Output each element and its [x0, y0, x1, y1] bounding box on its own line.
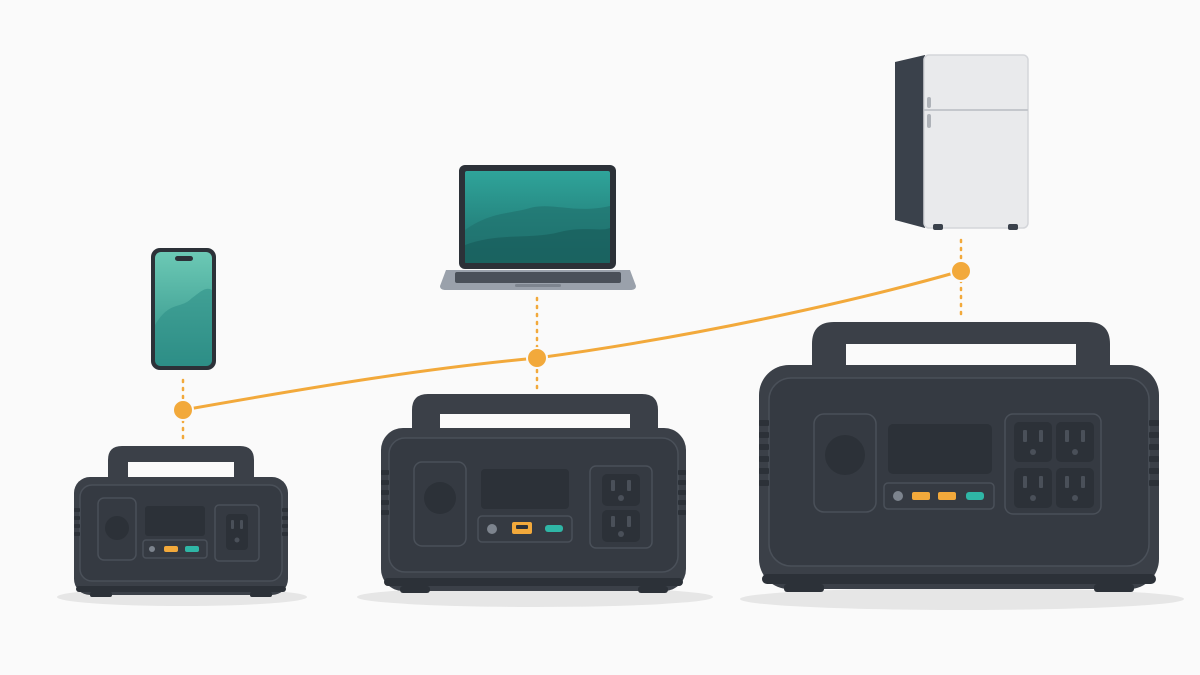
- ground-shadows: [57, 587, 1184, 610]
- smartphone-icon: [151, 248, 216, 370]
- node-medium: [526, 347, 548, 369]
- node-large: [950, 260, 972, 282]
- medium-power-station-icon: [381, 394, 686, 593]
- node-small: [172, 399, 194, 421]
- trend-nodes: [172, 260, 972, 421]
- laptop-icon: [440, 165, 636, 290]
- outlet: [226, 514, 248, 550]
- mini-fridge-icon: [895, 54, 1029, 230]
- large-power-station-icon: [759, 322, 1159, 592]
- small-power-station-icon: [74, 446, 288, 597]
